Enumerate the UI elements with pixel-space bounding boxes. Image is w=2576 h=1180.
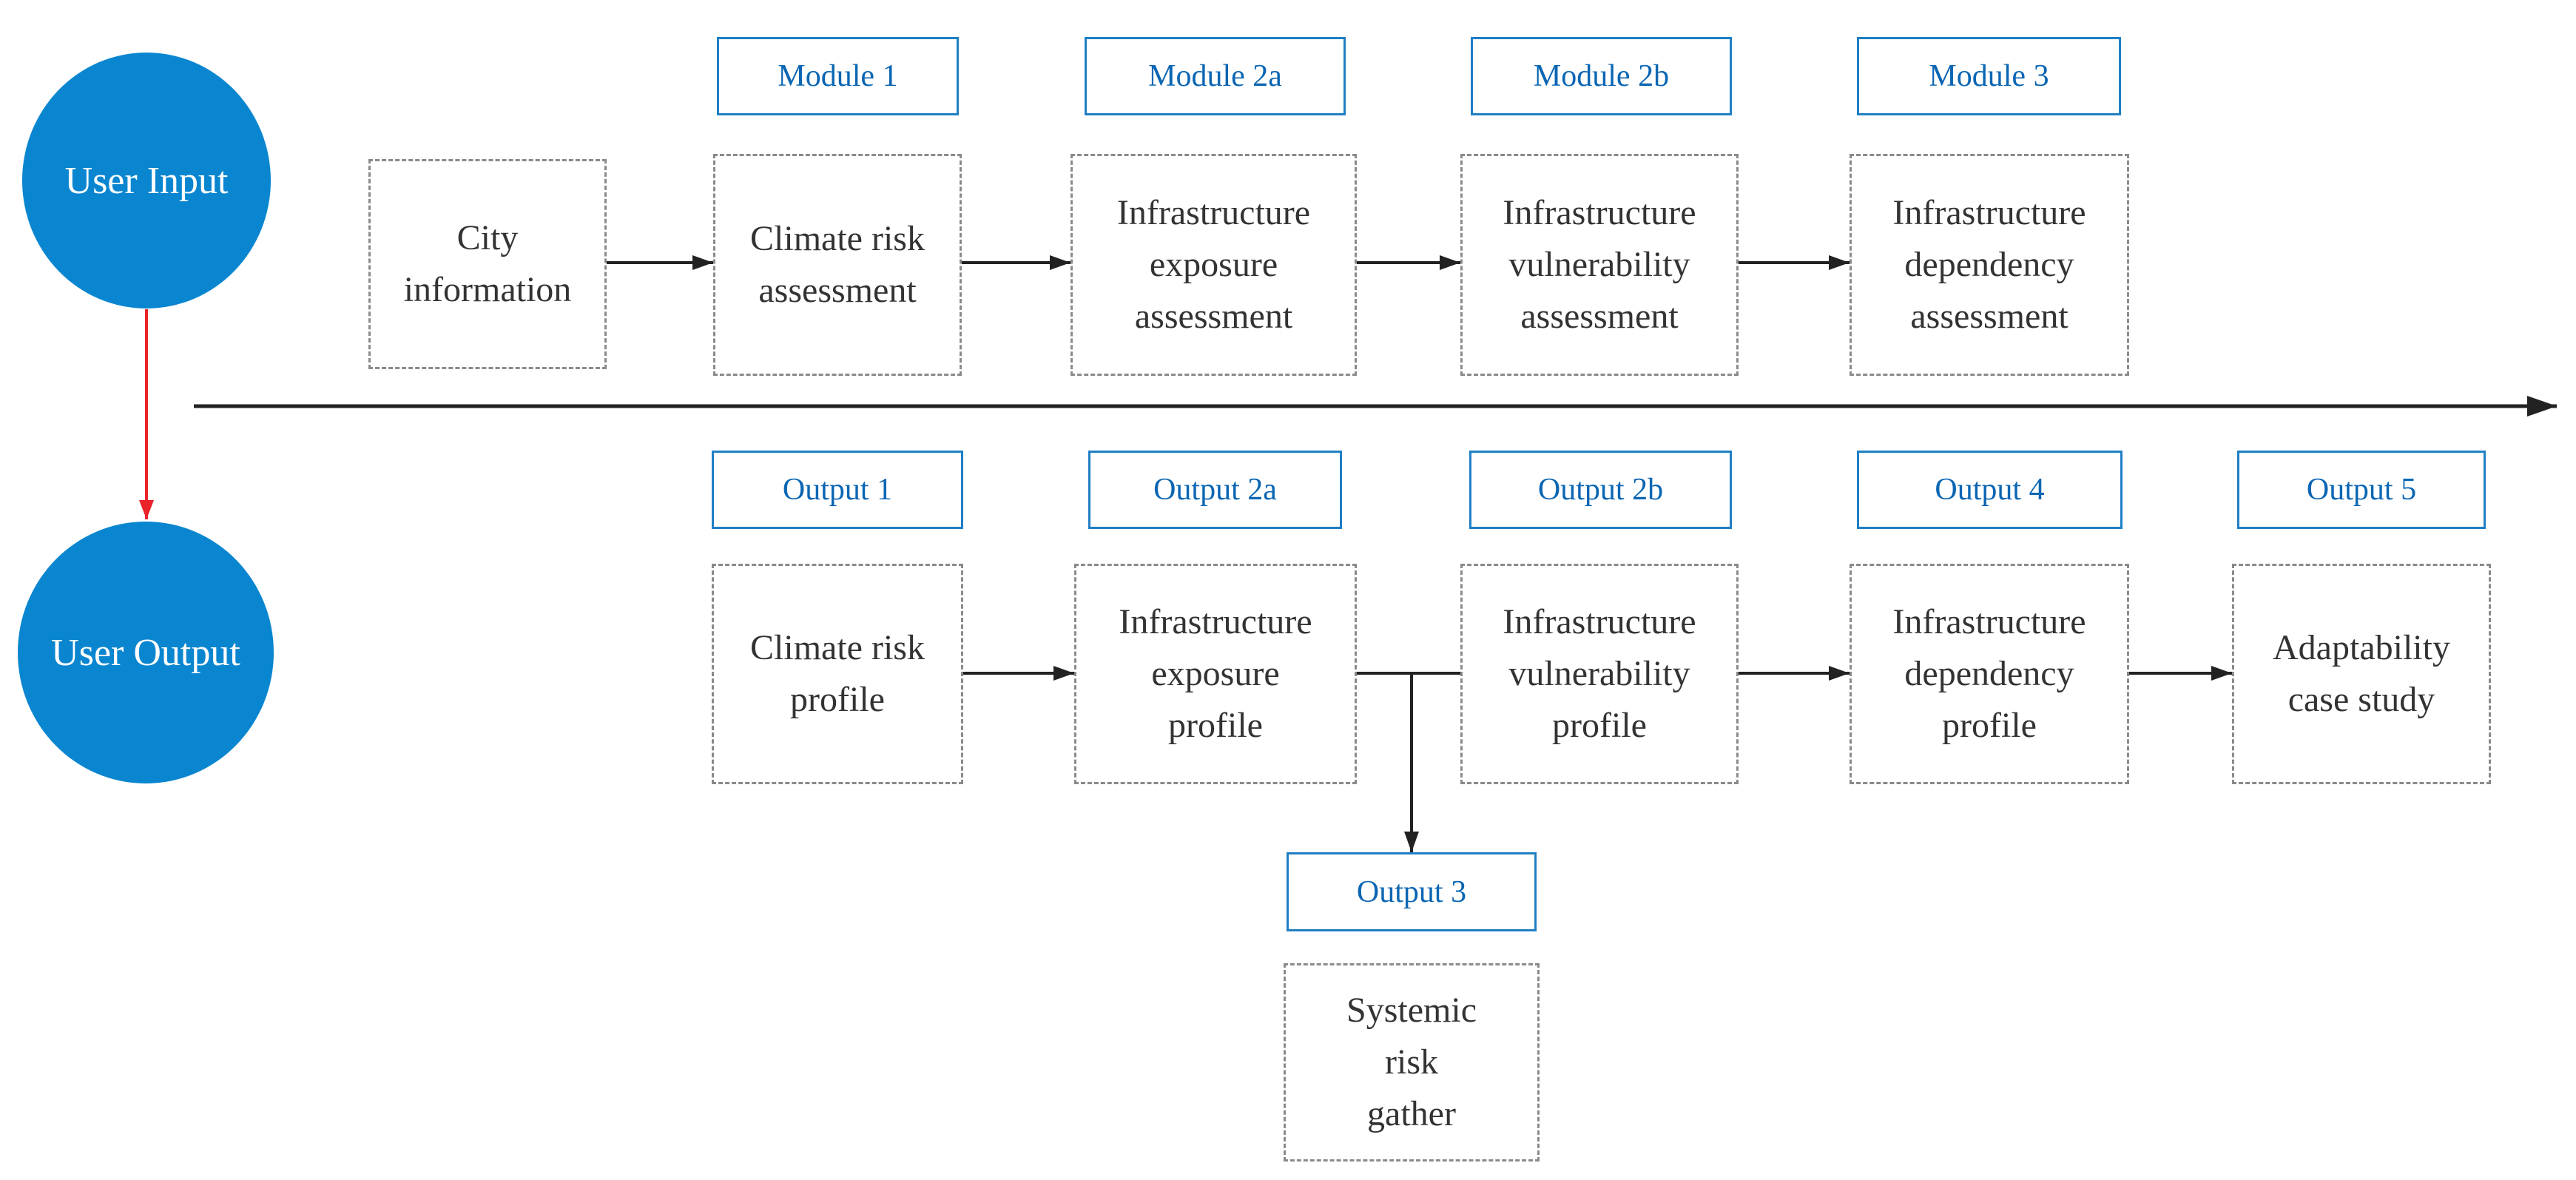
output-2a-label: Output 2a [1088,451,1342,529]
output-5-label: Output 5 [2237,451,2486,529]
systemic-risk-gather-step: Systemic risk gather [1284,963,1540,1162]
climate-risk-profile-step: Climate risk profile [712,564,963,784]
module-3-label: Module 3 [1857,37,2121,115]
module-1-label: Module 1 [717,37,959,115]
climate-risk-assessment-step: Climate risk assessment [713,154,962,376]
user-output-node: User Output [18,522,274,783]
output-2b-label: Output 2b [1469,451,1732,529]
user-input-label: User Input [64,159,229,202]
adaptability-case-study-step: Adaptability case study [2232,564,2491,784]
output-1-label: Output 1 [712,451,963,529]
vulnerability-assessment-step: Infrastructure vulnerability assessment [1460,154,1739,376]
user-input-node: User Input [22,53,271,309]
output-3-label: Output 3 [1287,852,1537,931]
exposure-assessment-step: Infrastructure exposure assessment [1070,154,1357,376]
user-output-label: User Output [51,631,240,674]
vulnerability-profile-step: Infrastructure vulnerability profile [1460,564,1739,784]
module-2a-label: Module 2a [1085,37,1346,115]
dependency-profile-step: Infrastructure dependency profile [1850,564,2129,784]
output-4-label: Output 4 [1857,451,2122,529]
exposure-profile-step: Infrastructure exposure profile [1074,564,1357,784]
module-2b-label: Module 2b [1471,37,1732,115]
dependency-assessment-step: Infrastructure dependency assessment [1850,154,2129,376]
city-information-step: City information [368,159,607,369]
